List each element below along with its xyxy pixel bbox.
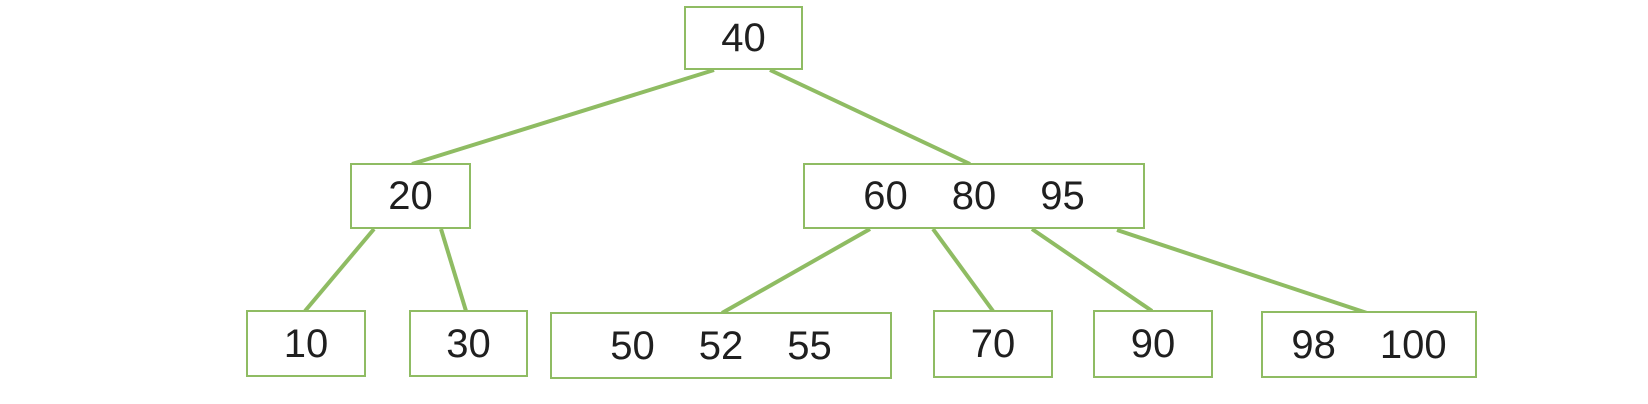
key-90: 90 xyxy=(1130,322,1176,366)
key-100: 100 xyxy=(1379,322,1447,367)
node-20: 20 xyxy=(350,163,471,229)
edge-40-to-20 xyxy=(411,68,715,166)
key-40: 40 xyxy=(721,16,766,60)
edge-60-80-95-to-70 xyxy=(931,227,995,313)
key-60: 60 xyxy=(863,174,908,218)
node-70: 70 xyxy=(933,310,1053,378)
key-55: 55 xyxy=(787,323,832,368)
key-10: 10 xyxy=(283,321,329,366)
node-60-80-95: 60 80 95 xyxy=(803,163,1145,229)
edge-40-to-60-80-95 xyxy=(769,68,971,166)
key-52: 52 xyxy=(698,323,744,368)
edge-60-80-95-to-98-100 xyxy=(1116,228,1368,315)
node-50-52-55: 50 52 55 xyxy=(550,312,892,379)
edge-20-to-10 xyxy=(303,227,376,313)
edge-20-to-30 xyxy=(439,228,468,312)
key-20: 20 xyxy=(388,174,433,218)
key-80: 80 xyxy=(951,174,997,218)
key-50: 50 xyxy=(610,323,655,368)
node-98-100: 98 100 xyxy=(1261,311,1477,378)
node-30: 30 xyxy=(409,310,528,377)
key-70: 70 xyxy=(970,322,1016,366)
node-10: 10 xyxy=(246,310,366,377)
edge-60-80-95-to-90 xyxy=(1030,227,1154,313)
key-98: 98 xyxy=(1291,322,1336,367)
edge-60-80-95-to-50-52-55 xyxy=(721,227,871,315)
node-90: 90 xyxy=(1093,310,1213,378)
node-40: 40 xyxy=(684,6,803,70)
key-95: 95 xyxy=(1040,174,1085,218)
key-30: 30 xyxy=(446,321,491,366)
